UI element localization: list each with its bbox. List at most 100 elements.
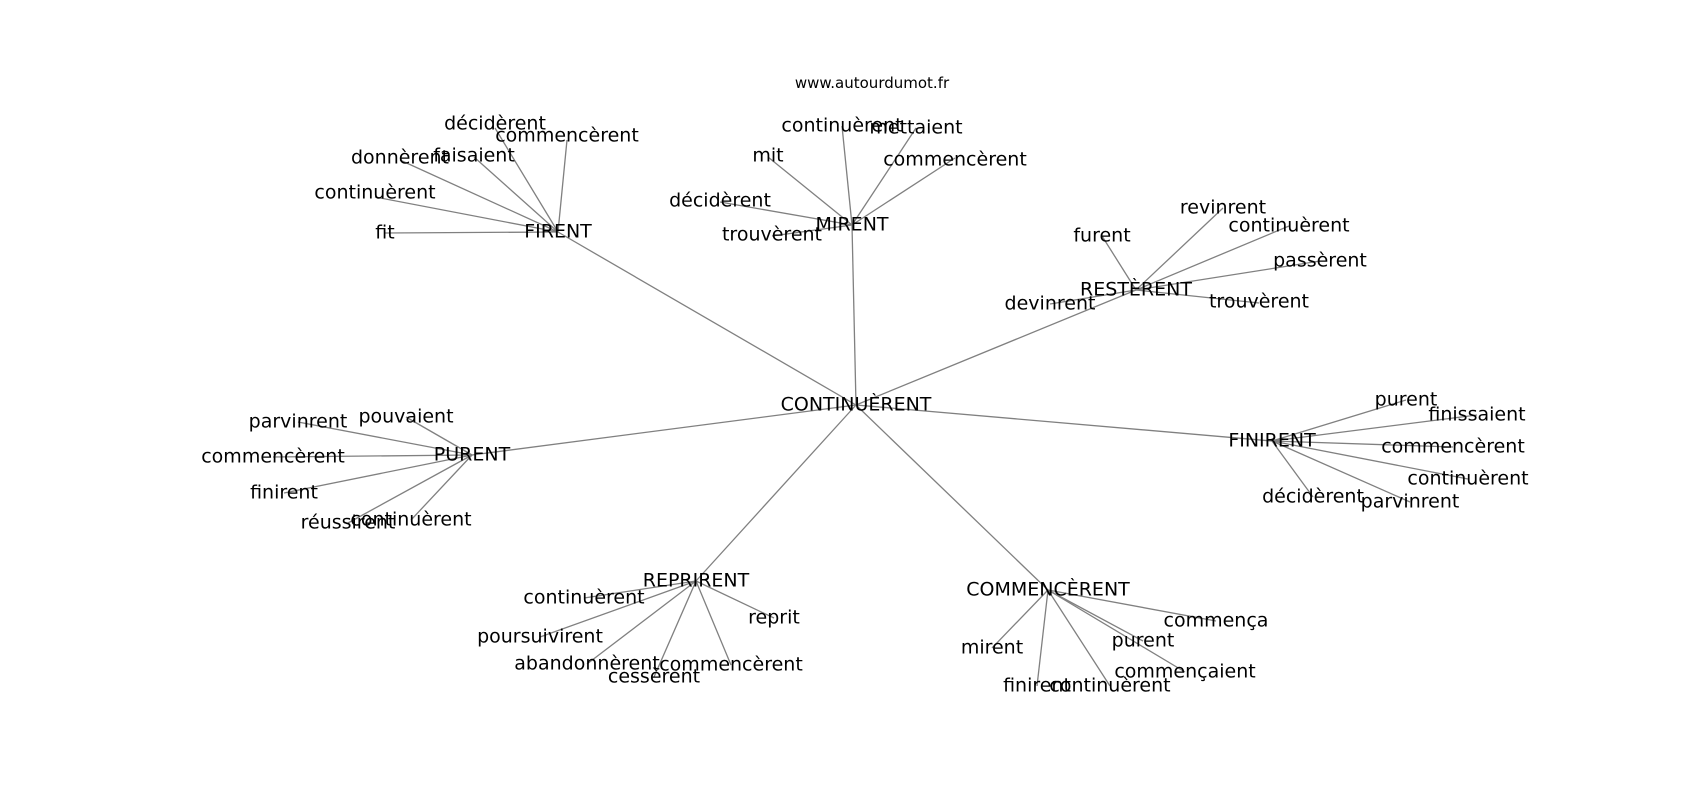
edge-commencerent-leaf	[991, 589, 1049, 649]
leaf-label-finirent: décidèrent	[1262, 486, 1364, 508]
leaf-label-firent: continuèrent	[314, 182, 435, 204]
edge-purent-leaf	[347, 454, 473, 524]
edge-purent-leaf	[283, 454, 473, 494]
edge-purent-leaf	[405, 416, 473, 456]
edge-commencerent-leaf	[1036, 589, 1049, 687]
edge-resterent-leaf	[1101, 235, 1137, 291]
edge-purent-leaf	[297, 421, 473, 456]
leaf-label-reprirent: abandonnèrent	[514, 653, 659, 675]
leaf-label-reprirent: cessèrent	[608, 666, 700, 688]
edge-firent-leaf	[384, 231, 559, 234]
leaf-label-mirent: commencèrent	[883, 149, 1027, 171]
edge-commencerent-leaf	[1047, 589, 1186, 673]
leaf-label-resterent: passèrent	[1273, 250, 1367, 272]
edge-center-purent	[471, 404, 857, 456]
leaf-label-finirent: continuèrent	[1407, 468, 1528, 490]
center-node-label: CONTINUÈRENT	[781, 393, 932, 416]
leaf-label-reprirent: reprit	[748, 607, 800, 629]
leaf-label-mirent: continuèrent	[781, 115, 902, 137]
edge-mirent-leaf	[851, 127, 917, 226]
leaf-label-firent: donnèrent	[351, 147, 449, 169]
edge-purent-leaf	[410, 454, 473, 521]
leaf-label-resterent: continuèrent	[1228, 215, 1349, 237]
leaf-label-finirent: parvinrent	[1361, 491, 1460, 513]
edge-resterent-leaf	[1135, 260, 1321, 291]
edge-commencerent-leaf	[1047, 589, 1217, 622]
leaf-label-purent: continuèrent	[350, 509, 471, 531]
leaf-label-purent: réussirent	[301, 512, 396, 534]
leaf-label-purent: parvinrent	[249, 411, 348, 433]
leaf-label-commencerent: commençaient	[1114, 661, 1255, 683]
hub-node-label-finirent: FINIRENT	[1228, 430, 1316, 452]
leaf-label-mirent: décidèrent	[669, 190, 771, 212]
leaf-label-mirent: mettaient	[869, 117, 962, 139]
edge-center-reprirent	[695, 404, 857, 582]
leaf-label-finirent: purent	[1375, 389, 1438, 411]
leaf-label-resterent: furent	[1073, 225, 1130, 247]
leaf-label-mirent: mit	[752, 145, 783, 167]
hub-node-label-commencerent: COMMENCÈRENT	[966, 578, 1130, 601]
leaf-label-firent: commencèrent	[495, 125, 639, 147]
leaf-label-firent: faisaient	[433, 145, 515, 167]
edge-finirent-leaf	[1271, 440, 1314, 498]
leaf-label-firent: décidèrent	[444, 113, 546, 135]
edge-reprirent-leaf	[695, 580, 775, 619]
edge-firent-leaf	[399, 159, 559, 233]
edge-finirent-leaf	[1271, 440, 1411, 503]
leaf-label-resterent: revinrent	[1180, 197, 1266, 219]
edge-mirent-leaf	[719, 201, 853, 226]
leaf-label-mirent: trouvèrent	[722, 224, 822, 246]
source-credit: www.autourdumot.fr	[795, 74, 950, 92]
edge-firent-leaf	[494, 127, 559, 233]
leaf-label-commencerent: commença	[1164, 610, 1269, 632]
leaf-label-commencerent: finirent	[1003, 675, 1071, 697]
hub-node-label-reprirent: REPRIRENT	[643, 570, 750, 592]
hub-node-label-purent: PURENT	[434, 444, 511, 466]
leaf-label-purent: pouvaient	[358, 406, 453, 428]
edge-center-firent	[557, 231, 857, 406]
edge-finirent-leaf	[1271, 440, 1454, 448]
edge-finirent-leaf	[1271, 399, 1407, 442]
edge-resterent-leaf	[1135, 225, 1290, 291]
edge-resterent-leaf	[1135, 207, 1224, 291]
hub-node-label-firent: FIRENT	[524, 221, 592, 243]
edge-mirent-leaf	[841, 125, 853, 226]
leaf-label-reprirent: poursuivirent	[477, 626, 603, 648]
leaf-label-commencerent: continuèrent	[1049, 675, 1170, 697]
edge-center-mirent	[851, 224, 857, 406]
hub-node-label-resterent: RESTÈRENT	[1080, 278, 1192, 301]
leaf-label-commencerent: mirent	[961, 637, 1023, 659]
leaf-label-resterent: devinrent	[1005, 293, 1096, 315]
leaf-label-reprirent: continuèrent	[523, 587, 644, 609]
edge-resterent-leaf	[1135, 289, 1260, 304]
edge-resterent-leaf	[1049, 289, 1137, 305]
leaf-label-resterent: trouvèrent	[1209, 291, 1309, 313]
edge-mirent-leaf	[767, 156, 853, 226]
edge-commencerent-leaf	[1047, 589, 1111, 687]
edges-layer	[272, 125, 1478, 687]
edge-finirent-leaf	[1271, 440, 1469, 480]
edge-reprirent-leaf	[583, 580, 697, 599]
edge-purent-leaf	[272, 454, 473, 458]
leaf-label-reprirent: commencèrent	[659, 654, 803, 676]
hub-node-label-mirent: MIRENT	[815, 214, 888, 236]
leaf-label-purent: commencèrent	[201, 446, 345, 468]
leaf-label-firent: fit	[375, 222, 394, 244]
edge-mirent-leaf	[771, 224, 853, 237]
edge-reprirent-leaf	[695, 580, 732, 666]
edge-reprirent-leaf	[539, 580, 697, 638]
edge-center-resterent	[855, 289, 1137, 406]
edge-mirent-leaf	[851, 157, 956, 226]
edge-firent-leaf	[374, 196, 559, 233]
leaf-label-finirent: commencèrent	[1381, 436, 1525, 458]
edge-firent-leaf	[557, 139, 568, 233]
edge-center-commencerent	[855, 404, 1049, 591]
edge-finirent-leaf	[1271, 414, 1478, 442]
leaf-label-finirent: finissaient	[1428, 404, 1525, 426]
edge-reprirent-leaf	[586, 580, 697, 665]
labels-layer: CONTINUÈRENTdécidèrentcommencèrentdonnèr…	[201, 113, 1528, 697]
edge-firent-leaf	[473, 156, 559, 233]
leaf-label-purent: finirent	[250, 482, 318, 504]
edge-reprirent-leaf	[653, 580, 697, 678]
